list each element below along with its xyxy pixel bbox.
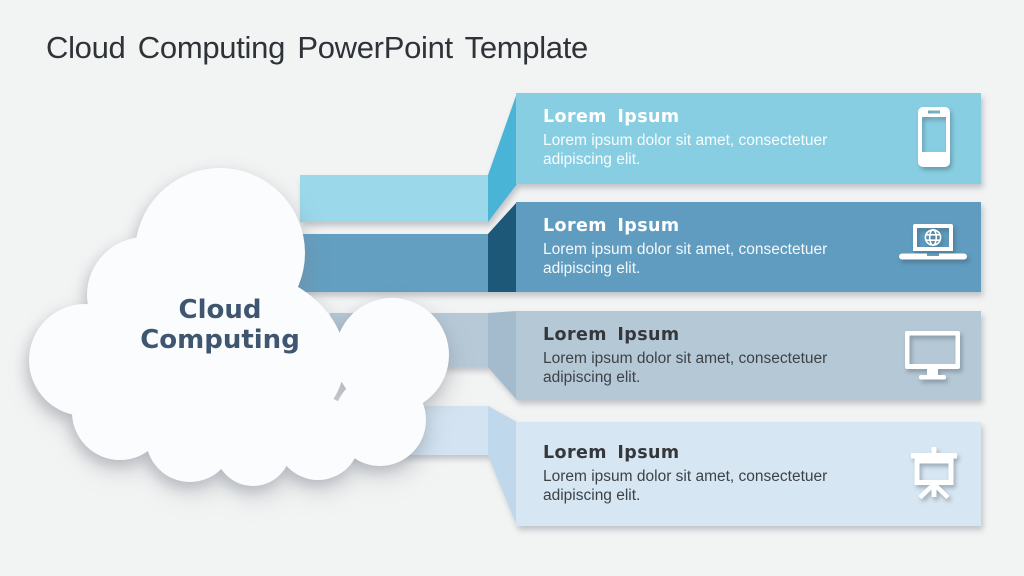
card-4-body: Lorem ipsum dolor sit amet, consectetuer… [543, 468, 828, 504]
card-3-connector [488, 311, 517, 400]
card-1-heading: Lorem Ipsum [543, 107, 680, 127]
cloud-icon [29, 168, 449, 486]
cloud-label-line1: Cloud [178, 295, 262, 325]
smartphone-icon [918, 107, 950, 167]
card-3-text: Lorem Ipsum Lorem ipsum dolor sit amet, … [543, 325, 888, 387]
card-3-heading: Lorem Ipsum [543, 325, 680, 345]
card-2-text: Lorem Ipsum Lorem ipsum dolor sit amet, … [543, 216, 888, 278]
card-3-band [516, 311, 981, 400]
desktop-monitor-icon [905, 331, 960, 380]
card-2-band [516, 202, 981, 292]
card-2-connector [488, 202, 517, 292]
laptop-globe-icon [899, 224, 967, 263]
cloud-label-line2: Computing [140, 325, 300, 355]
card-1-shape [300, 93, 981, 222]
card-4-heading: Lorem Ipsum [543, 443, 680, 463]
card-3-body: Lorem ipsum dolor sit amet, consectetuer… [543, 350, 828, 386]
card-1-connector [488, 93, 517, 222]
card-1-band [516, 93, 981, 184]
card-4-text: Lorem Ipsum Lorem ipsum dolor sit amet, … [543, 443, 888, 505]
projection-screen-icon [911, 447, 957, 500]
card-1-body: Lorem ipsum dolor sit amet, consectetuer… [543, 132, 828, 168]
card-1-text: Lorem Ipsum Lorem ipsum dolor sit amet, … [543, 107, 888, 169]
card-4-band [516, 422, 981, 526]
card-2-body: Lorem ipsum dolor sit amet, consectetuer… [543, 241, 828, 277]
cloud-label: Cloud Computing [70, 295, 370, 355]
card-4-connector [488, 406, 517, 526]
card-2-heading: Lorem Ipsum [543, 216, 680, 236]
card-1-ribbon [300, 175, 489, 222]
page-title: Cloud Computing PowerPoint Template [46, 30, 589, 65]
laptop-notch [927, 253, 939, 256]
